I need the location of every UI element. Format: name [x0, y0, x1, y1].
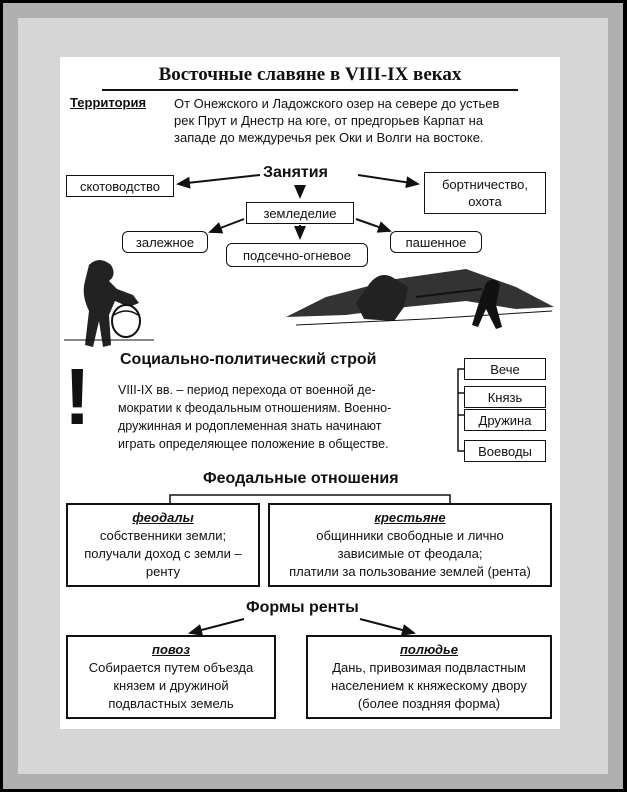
social-heading: Социально-политический строй — [120, 351, 377, 368]
povoz-line: подвластных земель — [108, 696, 234, 711]
social-line: мократии к феодальным отношениям. Военно… — [118, 401, 392, 415]
cattle-box: скотоводство — [66, 175, 174, 197]
prince-box: Князь — [464, 386, 546, 408]
feudal-heading: Феодальные отношения — [203, 470, 399, 487]
veche-box: Вече — [464, 358, 546, 380]
lords-line: собственники земли; — [99, 528, 227, 543]
peasants-line: зависимые от феодала; — [337, 546, 483, 561]
farming-box: земледелие — [246, 202, 354, 224]
feudal-connector — [169, 494, 451, 503]
polyudye-line: (более поздняя форма) — [357, 696, 501, 711]
prince-label: Князь — [487, 389, 523, 405]
rent-arrows — [188, 618, 416, 636]
voevody-box: Воеводы — [464, 440, 546, 462]
povoz-title: повоз — [152, 642, 190, 657]
povoz-box: повоз Собирается путем объезда князем и … — [66, 635, 276, 719]
territory-line: западе до междуречья рек Оки и Волги на … — [174, 130, 484, 145]
beekeeping-line: бортничество, — [441, 177, 529, 192]
rent-heading: Формы ренты — [246, 599, 359, 616]
lords-line: ренту — [145, 564, 181, 579]
polyudye-line: Дань, привозимая подвластным — [332, 660, 526, 675]
druzhina-label: Дружина — [478, 412, 532, 428]
social-line: играть определяющее положение в обществе… — [118, 437, 389, 451]
fallow-label: залежное — [135, 234, 195, 250]
voevody-label: Воеводы — [478, 443, 532, 459]
social-line: VIII-IX вв. – период перехода от военной… — [118, 383, 376, 397]
fallow-box: залежное — [122, 231, 208, 253]
veche-label: Вече — [490, 361, 520, 377]
peasants-box: крестьяне общинники свободные и лично за… — [268, 503, 552, 587]
peasants-line: общинники свободные и лично — [316, 528, 504, 543]
territory-label: Территория — [70, 95, 147, 110]
page-title: Восточные славяне в VIII-IX веках — [158, 64, 462, 85]
cattle-label: скотоводство — [79, 178, 161, 194]
lords-line: получали доход с земли – — [84, 546, 242, 561]
social-line: дружинная и родоплеменная знать начинают — [118, 419, 382, 433]
farming-label: земледелие — [263, 205, 337, 221]
polyudye-box: полюдье Дань, привозимая подвластным нас… — [306, 635, 552, 719]
peasant-sowing-illustration — [64, 260, 154, 347]
povoz-line: Собирается путем объезда — [88, 660, 254, 675]
occupation-arrows — [176, 174, 420, 240]
social-text: VIII-IX вв. – период перехода от военной… — [118, 381, 438, 453]
territory-line: От Онежского и Ладожского озер на севере… — [174, 96, 500, 111]
peasants-title: крестьяне — [374, 510, 446, 525]
lords-box: феодалы собственники земли; получали дох… — [66, 503, 260, 587]
title-underline — [102, 89, 518, 91]
plowing-illustration — [286, 269, 554, 329]
beekeeping-box: бортничество, охота — [424, 172, 546, 214]
lords-title: феодалы — [132, 510, 194, 525]
arable-label: пашенное — [405, 234, 467, 250]
slash-burn-box: подсечно-огневое — [226, 243, 368, 267]
diagram-page: Восточные славяне в VIII-IX веках Террит… — [60, 57, 560, 729]
territory-text: От Онежского и Ладожского озер на севере… — [174, 95, 554, 146]
exclamation-icon: ! — [64, 352, 91, 441]
povoz-line: князем и дружиной — [113, 678, 229, 693]
peasants-line: платили за пользование землей (рента) — [289, 564, 531, 579]
territory-line: рек Прут и Днестр на юге, от предгорьев … — [174, 113, 484, 128]
druzhina-box: Дружина — [464, 409, 546, 431]
polyudye-line: населением к княжескому двору — [331, 678, 527, 693]
occupations-heading: Занятия — [263, 164, 328, 181]
beekeeping-line: охота — [468, 194, 502, 209]
arable-box: пашенное — [390, 231, 482, 253]
slash-burn-label: подсечно-огневое — [243, 247, 351, 263]
polyudye-title: полюдье — [399, 642, 459, 657]
